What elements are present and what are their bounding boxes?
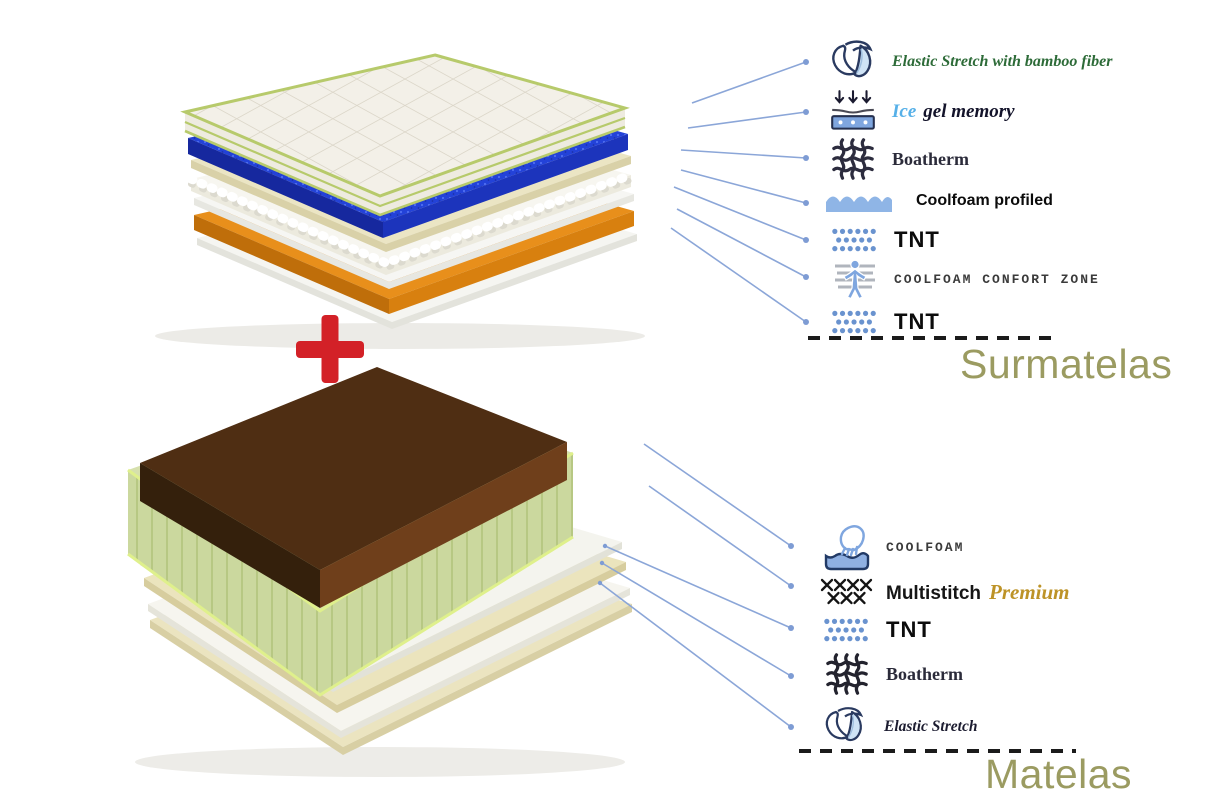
- surmatelas-quilted-cover-layer: [180, 53, 630, 217]
- matelas-leader-lines: [599, 443, 792, 728]
- matelas-title: Matelas: [985, 751, 1133, 797]
- matelas-coolfoam-block-layer: [140, 367, 567, 608]
- label-row-tnt-1: TNT: [826, 215, 940, 265]
- multistitch-icon: [818, 577, 876, 607]
- tnt-dots-icon: [818, 617, 876, 643]
- matelas-leader-dots: [597, 543, 794, 730]
- tnt-dots-icon: [826, 227, 884, 253]
- label-row-elastic-stretch: Elastic Stretch: [816, 702, 977, 752]
- layer-label: Elastic Stretch: [884, 718, 978, 735]
- matelas-separator: [799, 749, 1076, 753]
- surmatelas-leader-lines: [670, 61, 807, 323]
- label-row-tnt-2: TNT: [826, 297, 940, 347]
- layer-label-accent: Ice: [892, 101, 917, 122]
- layer-label-accent: Premium: [989, 579, 1070, 604]
- ice-gel-memory-icon: [824, 89, 882, 135]
- coolfoam-profiled-icon: [826, 190, 892, 212]
- boatherm-weave-icon: [818, 652, 876, 696]
- layer-label: Boatherm: [886, 663, 963, 684]
- layer-label: COOLFOAM CONFORT ZONE: [894, 271, 1100, 287]
- mattress-shadow: [135, 747, 625, 777]
- tnt-dots-icon: [826, 309, 884, 335]
- boatherm-weave-icon: [824, 137, 882, 181]
- label-row-tnt-3: TNT: [818, 605, 932, 655]
- layer-label: TNT: [886, 617, 932, 642]
- label-row-boatherm-bottom: Boatherm: [818, 649, 963, 699]
- layer-label: Coolfoam profiled: [916, 192, 1053, 209]
- label-row-coolfoam-confort-zone: COOLFOAM CONFORT ZONE: [826, 254, 1100, 304]
- surmatelas-stack: [180, 53, 637, 329]
- layer-label: Elastic Stretch with bamboo fiber: [892, 53, 1113, 70]
- label-row-coolfoam: COOLFOAM: [818, 522, 964, 572]
- label-row-boatherm-top: Boatherm: [824, 134, 969, 184]
- layer-label: TNT: [894, 227, 940, 252]
- surmatelas-leader-dots: [803, 59, 809, 325]
- layer-label: TNT: [894, 309, 940, 334]
- elastic-stretch-icon: [816, 705, 874, 749]
- coolfoam-confort-zone-icon: [826, 258, 884, 300]
- matelas-stack: [127, 367, 632, 755]
- layer-label: COOLFOAM: [886, 539, 965, 555]
- coolfoam-hand-icon: [818, 521, 876, 573]
- elastic-stretch-icon: [824, 38, 882, 86]
- label-row-coolfoam-profiled: Coolfoam profiled: [826, 176, 1053, 226]
- topper-shadow: [155, 323, 645, 349]
- surmatelas-separator: [808, 336, 1060, 340]
- plus-icon: [296, 315, 364, 383]
- label-row-elastic-stretch-bamboo: Elastic Stretch with bamboo fiber: [824, 37, 1112, 87]
- surmatelas-title: Surmatelas: [960, 341, 1173, 387]
- layer-label: Boatherm: [892, 148, 969, 169]
